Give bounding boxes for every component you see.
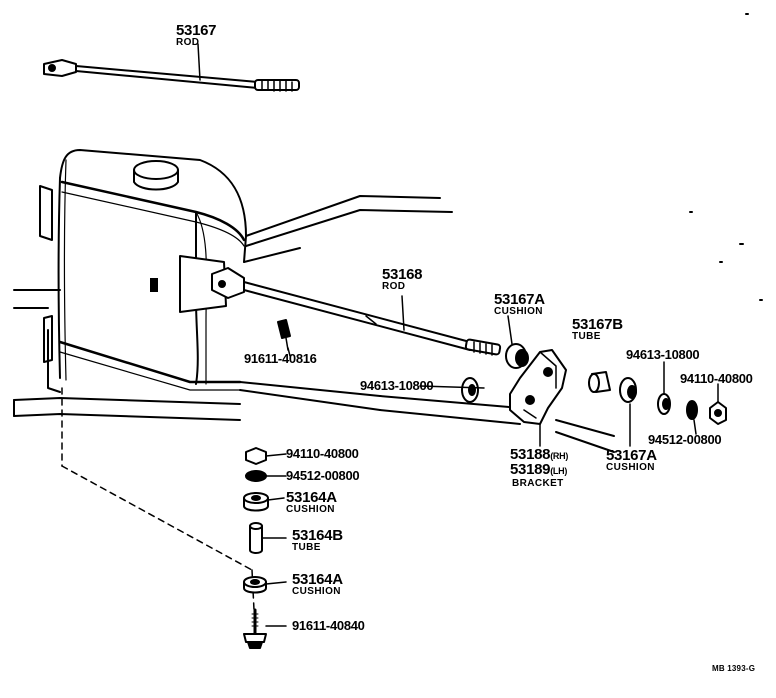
label-53164a-top-name: CUSHION: [286, 504, 335, 515]
tube-53164b-drawing: [249, 522, 287, 554]
label-53167a-bottom-name: CUSHION: [606, 462, 655, 473]
bolt-91611-40816-drawing: [277, 319, 291, 351]
bracket-53188-drawing: [509, 349, 567, 447]
label-94512-right: 94512-00800: [648, 432, 722, 447]
lockwasher-stack-drawing: [245, 470, 287, 482]
bracket-rh-number: 53188: [510, 446, 551, 463]
nut-94110-right-drawing: [709, 383, 727, 425]
label-94613-right: 94613-10800: [626, 347, 700, 362]
washer-94613-left-drawing: [461, 377, 479, 403]
label-94110-stack: 94110-40800: [286, 446, 359, 461]
label-53164b-name: TUBE: [292, 542, 321, 553]
tube-53167b-drawing: [588, 371, 611, 393]
label-53167a-top-name: CUSHION: [494, 306, 543, 317]
bracket-lh-number: 53189: [510, 461, 551, 478]
lockwasher-94512-right-drawing: [686, 400, 698, 435]
label-53167a-top-number: 53167A: [494, 291, 545, 308]
label-94512-stack: 94512-00800: [286, 468, 360, 483]
label-91611-40816: 91611-40816: [244, 351, 317, 366]
label-53189-number: 53189(LH): [510, 462, 567, 477]
cushion-53167a-top-drawing: [505, 315, 529, 369]
label-53164a-bottom-name: CUSHION: [292, 586, 341, 597]
label-91611-40840: 91611-40840: [292, 618, 365, 633]
nut-stack-drawing: [245, 447, 287, 465]
label-53164a-bottom-number: 53164A: [292, 571, 343, 588]
mounting-centerline: [61, 387, 255, 611]
cushion-53164a-bottom-drawing: [243, 576, 287, 594]
label-53164a-top-number: 53164A: [286, 489, 337, 506]
label-53167b-name: TUBE: [572, 331, 601, 342]
label-53167-name: ROD: [176, 37, 200, 48]
leader-lines: [287, 347, 485, 389]
label-53167a-bottom-number: 53167A: [606, 447, 657, 464]
bracket-lh-side: (LH): [550, 466, 568, 476]
washer-94613-right-drawing: [657, 361, 671, 415]
radiator-drawing: [13, 13, 763, 453]
label-53188-number: 53188(RH): [510, 447, 568, 462]
label-94110-right: 94110-40800: [680, 371, 753, 386]
rod-53168-drawing: [211, 267, 502, 356]
label-53164b-number: 53164B: [292, 527, 343, 544]
label-bracket-name: BRACKET: [512, 478, 564, 489]
rod-53167-drawing: [43, 43, 300, 92]
cushion-53167a-bottom-drawing: [619, 377, 637, 447]
label-53168-name: ROD: [382, 281, 406, 292]
label-94613-left: 94613-10800: [360, 378, 434, 393]
label-53168-number: 53168: [382, 266, 423, 283]
cushion-53164a-top-drawing: [243, 492, 285, 512]
label-53167-number: 53167: [176, 22, 217, 39]
label-53167b-number: 53167B: [572, 316, 623, 333]
figure-reference: MB 1393-G: [712, 664, 756, 673]
bracket-rh-side: (RH): [550, 451, 569, 461]
bolt-91611-40840-drawing: [243, 608, 287, 649]
